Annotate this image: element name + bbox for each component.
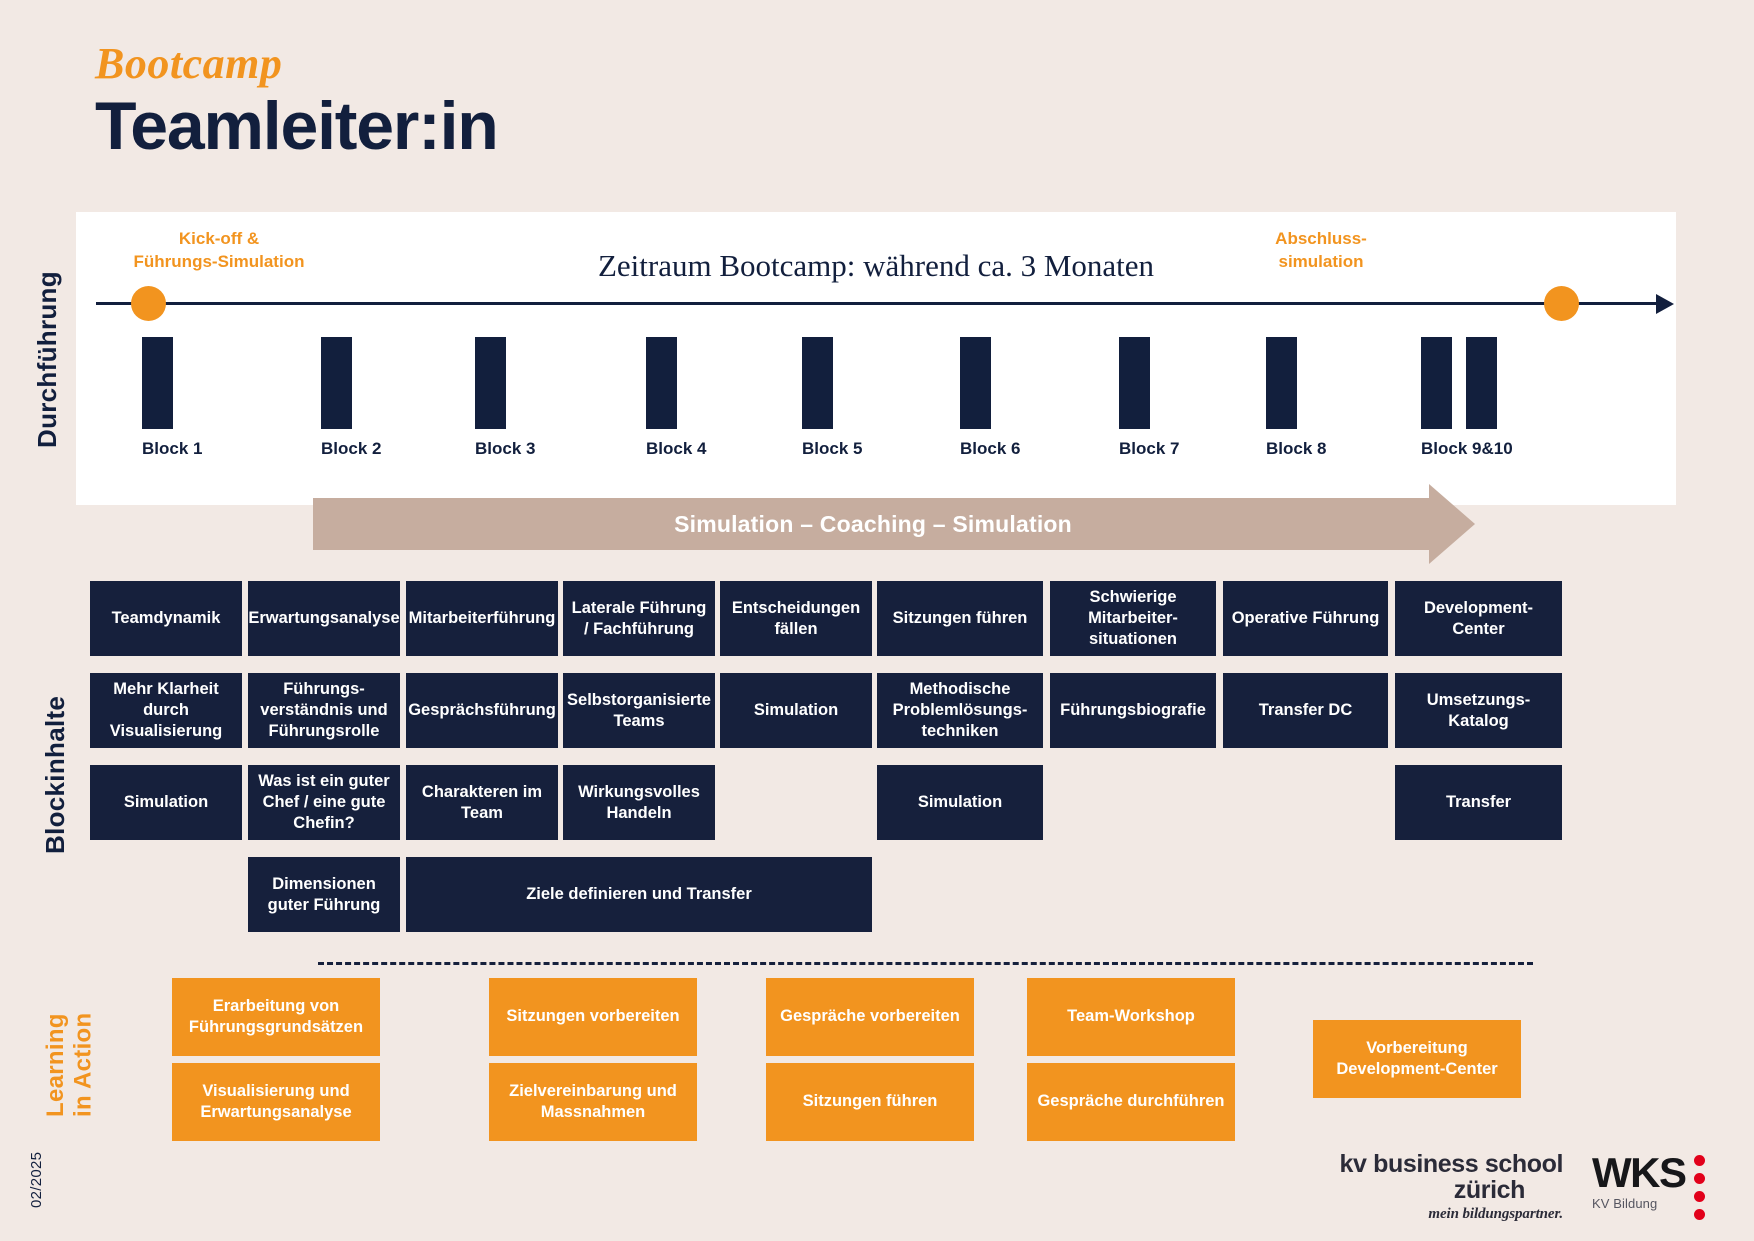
learning-in-action-box: Vorbereitung Development-Center — [1313, 1020, 1521, 1098]
timeline-period-title: Zeitraum Bootcamp: während ca. 3 Monaten — [597, 248, 1155, 283]
timeline-block-label: Block 8 — [1266, 439, 1327, 458]
block-content-cell: Schwierige Mitarbeiter-situationen — [1050, 581, 1216, 656]
timeline-block-bar-icon — [802, 337, 833, 429]
timeline-panel: Kick-off &Führungs-Simulation Abschluss-… — [76, 212, 1676, 505]
timeline-block-1: Block 1 — [142, 337, 203, 459]
timeline-block-6: Block 6 — [960, 337, 1021, 459]
kv-logo-tagline: mein bildungspartner. — [1428, 1206, 1563, 1222]
block-content-cell-empty — [1050, 765, 1216, 840]
block-content-cell: Charakteren im Team — [406, 765, 558, 840]
timeline-abschluss-label: Abschluss-simulation — [1275, 229, 1367, 271]
wks-logo-wordmark: WKS — [1592, 1149, 1687, 1196]
block-content-cell: Umsetzungs-Katalog — [1395, 673, 1562, 748]
timeline-block-label: Block 6 — [960, 439, 1021, 458]
timeline-arrow-icon — [1656, 294, 1674, 314]
block-content-cell: Selbstorganisierte Teams — [563, 673, 715, 748]
block-content-cell: Simulation — [877, 765, 1043, 840]
page-header: Bootcamp Teamleiter:in — [95, 39, 499, 164]
timeline-milestone-abschluss-icon — [1544, 286, 1579, 321]
timeline-block-3: Block 3 — [475, 337, 536, 459]
timeline-block-bar-icon — [1266, 337, 1297, 429]
document-date: 02/2025 — [28, 1151, 45, 1209]
timeline-block-bar-icon — [142, 337, 173, 429]
block-content-cell: Transfer DC — [1223, 673, 1388, 748]
timeline-block-bar-icon — [646, 337, 677, 429]
block-content-cell: Mitarbeiterführung — [406, 581, 558, 656]
timeline-block-label: Block 5 — [802, 439, 863, 458]
timeline-block-label: Block 1 — [142, 439, 203, 458]
timeline-block-2: Block 2 — [321, 337, 382, 459]
simulation-coaching-arrow: Simulation – Coaching – Simulation — [313, 484, 1475, 564]
block-content-cell: Simulation — [90, 765, 242, 840]
kv-logo-line2: zürich — [1453, 1175, 1526, 1204]
block-content-cell: Ziele definieren und Transfer — [406, 857, 872, 932]
learning-in-action-box: Team-Workshop — [1027, 978, 1235, 1056]
timeline-block-bar-icon — [1466, 337, 1497, 429]
wks-logo: WKS KV Bildung — [1592, 1149, 1732, 1220]
header-kicker: Bootcamp — [95, 39, 283, 88]
timeline-block-label: Block 2 — [321, 439, 382, 458]
block-content-cell: Was ist ein guter Chef / eine gute Chefi… — [248, 765, 400, 840]
block-content-cell: Methodische Problemlösungs-techniken — [877, 673, 1043, 748]
learning-in-action-box: Sitzungen vorbereiten — [489, 978, 697, 1056]
block-content-cell: Führungsbiografie — [1050, 673, 1216, 748]
section-divider — [318, 962, 1533, 965]
timeline-block-5: Block 5 — [802, 337, 863, 459]
block-content-cell: Gesprächsführung — [406, 673, 558, 748]
block-content-cell: Wirkungsvolles Handeln — [563, 765, 715, 840]
timeline-milestone-kickoff-icon — [131, 286, 166, 321]
wks-dots-icon — [1694, 1155, 1705, 1227]
arrow-body — [313, 498, 1433, 550]
timeline-block-8: Block 8 — [1266, 337, 1327, 459]
block-content-cell: Sitzungen führen — [877, 581, 1043, 656]
timeline-axis — [96, 302, 1656, 305]
learning-in-action-box: Sitzungen führen — [766, 1063, 974, 1141]
arrow-label: Simulation – Coaching – Simulation — [674, 510, 1072, 537]
learning-in-action-box: Visualisierung und Erwartungsanalyse — [172, 1063, 380, 1141]
block-content-cell: Dimensionen guter Führung — [248, 857, 400, 932]
block-content-cell: Entscheidungen fällen — [720, 581, 872, 656]
timeline-block-7: Block 7 — [1119, 337, 1180, 459]
section-label-durchfuehrung: Durchführung — [32, 271, 62, 449]
timeline-block-bar-icon — [1421, 337, 1452, 429]
timeline-block-label: Block 7 — [1119, 439, 1180, 458]
timeline-block-4: Block 4 — [646, 337, 707, 459]
arrow-head-icon — [1429, 484, 1475, 564]
block-content-cell: Teamdynamik — [90, 581, 242, 656]
block-content-cell: Development-Center — [1395, 581, 1562, 656]
block-content-cell: Führungs-verständnis und Führungsrolle — [248, 673, 400, 748]
timeline-blocks: Block 1 Block 2 Block 3 Block 4 Block 5 Block… — [76, 212, 1676, 505]
learning-in-action-box: Erarbeitung von Führungsgrundsätzen — [172, 978, 380, 1056]
timeline-block-label: Block 9&10 — [1421, 439, 1513, 458]
kv-logo-line1: kv business school — [1339, 1150, 1564, 1178]
block-content-cell: Erwartungsanalyse — [248, 581, 400, 656]
learning-in-action-box: Zielvereinbarung und Massnahmen — [489, 1063, 697, 1141]
page-title: Teamleiter:in — [95, 88, 499, 164]
block-content-cell: Laterale Führung / Fachführung — [563, 581, 715, 656]
learning-in-action-box: Gespräche vorbereiten — [766, 978, 974, 1056]
timeline-block-bar-icon — [475, 337, 506, 429]
block-content-cell-empty — [1223, 765, 1388, 840]
timeline-block-bar-icon — [321, 337, 352, 429]
timeline-block-bar-icon — [1119, 337, 1150, 429]
timeline-block-9: Block 9&10 — [1421, 337, 1513, 459]
block-content-cell: Simulation — [720, 673, 872, 748]
block-content-cell: Transfer — [1395, 765, 1562, 840]
block-content-cell-empty — [720, 765, 872, 840]
block-content-cell: Operative Führung — [1223, 581, 1388, 656]
timeline-kickoff-label: Kick-off &Führungs-Simulation — [133, 229, 305, 271]
timeline-block-bar-icon — [960, 337, 991, 429]
timeline-block-label: Block 3 — [475, 439, 536, 458]
kv-business-school-logo: kv business school zürich mein bildungsp… — [1338, 1150, 1564, 1223]
learning-in-action-box: Gespräche durchführen — [1027, 1063, 1235, 1141]
section-label-blockinhalte: Blockinhalte — [40, 695, 70, 855]
timeline-block-label: Block 4 — [646, 439, 707, 458]
wks-logo-subtitle: KV Bildung — [1592, 1196, 1658, 1211]
block-content-cell: Mehr Klarheit durch Visualisierung — [90, 673, 242, 748]
